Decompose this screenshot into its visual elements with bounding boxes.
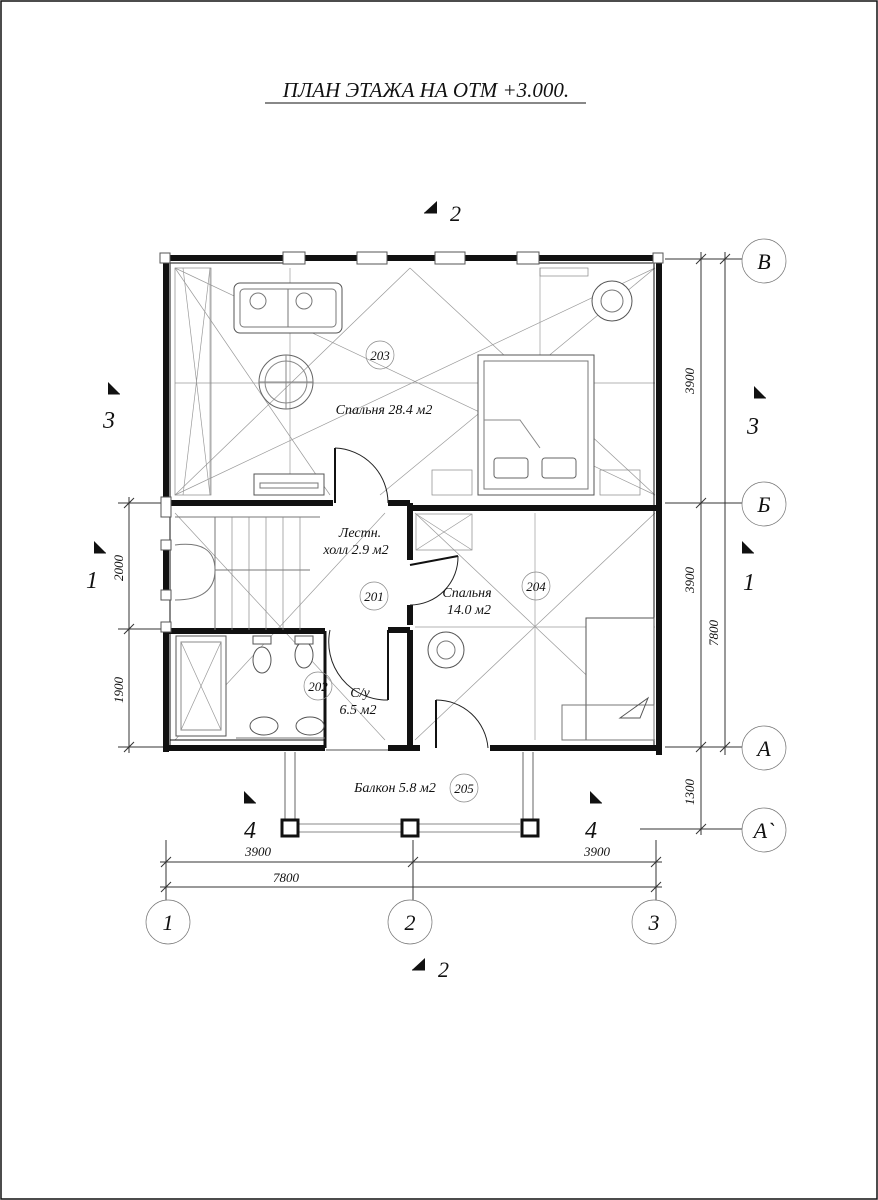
stair-hall-furniture bbox=[174, 516, 320, 630]
room-name-201-line1: Лестн. bbox=[338, 526, 381, 541]
section-label-bottom: 2 bbox=[438, 957, 449, 982]
section-marker-left-3: 3 bbox=[102, 382, 120, 434]
axis-bubble-a-prime: А` bbox=[741, 807, 787, 853]
section-marker-bottom: 2 bbox=[412, 957, 449, 982]
axis-label-1: 1 bbox=[163, 910, 174, 935]
section-marker-top: 2 bbox=[424, 201, 461, 226]
dim-right-balcony: 1300 bbox=[682, 779, 697, 806]
axis-label-a-prime: А` bbox=[752, 818, 775, 843]
section-label-right-4: 4 bbox=[585, 818, 597, 844]
room-number-203: 203 bbox=[370, 348, 390, 363]
room-name-204-line2: 14.0 м2 bbox=[447, 603, 491, 618]
dim-bottom-total: 7800 bbox=[273, 870, 300, 885]
room-204-label: 204 Спальня 14.0 м2 bbox=[442, 571, 551, 618]
section-label-right-3: 3 bbox=[746, 414, 759, 440]
room-name-203: Спальня 28.4 м2 bbox=[336, 403, 433, 418]
plan-title: ПЛАН ЭТАЖА НА ОТМ +3.000. bbox=[282, 78, 569, 102]
axis-bubble-v: В bbox=[741, 238, 787, 284]
room-201-label: Лестн. холл 2.9 м2 201 bbox=[322, 526, 389, 611]
section-label-top: 2 bbox=[450, 201, 461, 226]
dim-left-bath: 1900 bbox=[111, 677, 126, 704]
room-number-202: 202 bbox=[308, 679, 328, 694]
axis-bubble-a: А bbox=[741, 725, 787, 771]
room-202-label: 202 С/у 6.5 м2 bbox=[303, 671, 377, 718]
section-marker-right-1: 1 bbox=[742, 541, 755, 596]
room-203-label: 203 Спальня 28.4 м2 bbox=[336, 340, 433, 418]
section-marker-right-4: 4 bbox=[585, 791, 602, 844]
bathroom-furniture bbox=[175, 635, 325, 739]
balcony bbox=[280, 752, 540, 838]
dim-bottom-right: 3900 bbox=[583, 844, 611, 859]
bedroom-203-furniture bbox=[174, 267, 641, 496]
doors bbox=[326, 447, 489, 751]
bedroom-204-furniture bbox=[415, 513, 655, 741]
section-label-right-1: 1 bbox=[743, 570, 755, 596]
walls bbox=[163, 253, 662, 755]
section-marker-left-1: 1 bbox=[86, 541, 106, 594]
dim-bottom-left: 3900 bbox=[244, 844, 272, 859]
room-number-201: 201 bbox=[364, 589, 384, 604]
dimension-lines bbox=[123, 252, 731, 893]
section-label-left-4: 4 bbox=[244, 818, 256, 844]
axis-bubble-3: 3 bbox=[631, 899, 677, 945]
section-label-left-1: 1 bbox=[86, 568, 98, 594]
room-name-204-line1: Спальня bbox=[442, 586, 491, 601]
section-marker-right-3: 3 bbox=[746, 386, 766, 440]
dim-right-mid: 3900 bbox=[682, 567, 697, 595]
axis-label-2: 2 bbox=[405, 910, 416, 935]
room-number-205: 205 bbox=[454, 781, 474, 796]
section-marker-left-4: 4 bbox=[244, 791, 256, 844]
room-name-202-line1: С/у bbox=[350, 686, 370, 701]
dim-left-stair: 2000 bbox=[111, 555, 126, 582]
room-name-202-line2: 6.5 м2 bbox=[340, 703, 377, 718]
dim-right-total: 7800 bbox=[706, 620, 721, 647]
axis-bubble-b: Б bbox=[741, 481, 787, 527]
room-name-201-line2: холл 2.9 м2 bbox=[322, 543, 388, 558]
axis-label-v: В bbox=[757, 249, 770, 274]
room-205-label: Балкон 5.8 м2 205 bbox=[353, 773, 479, 803]
axis-label-3: 3 bbox=[648, 910, 660, 935]
axis-label-a: А bbox=[755, 736, 771, 761]
windows bbox=[159, 251, 664, 633]
room-number-204: 204 bbox=[526, 579, 546, 594]
room-name-205: Балкон 5.8 м2 bbox=[353, 781, 436, 796]
axis-bubble-2: 2 bbox=[387, 899, 433, 945]
axis-lines bbox=[118, 258, 742, 900]
dim-right-top: 3900 bbox=[682, 368, 697, 396]
section-label-left-3: 3 bbox=[102, 408, 115, 434]
axis-label-b: Б bbox=[757, 492, 771, 517]
axis-bubble-1: 1 bbox=[145, 899, 191, 945]
